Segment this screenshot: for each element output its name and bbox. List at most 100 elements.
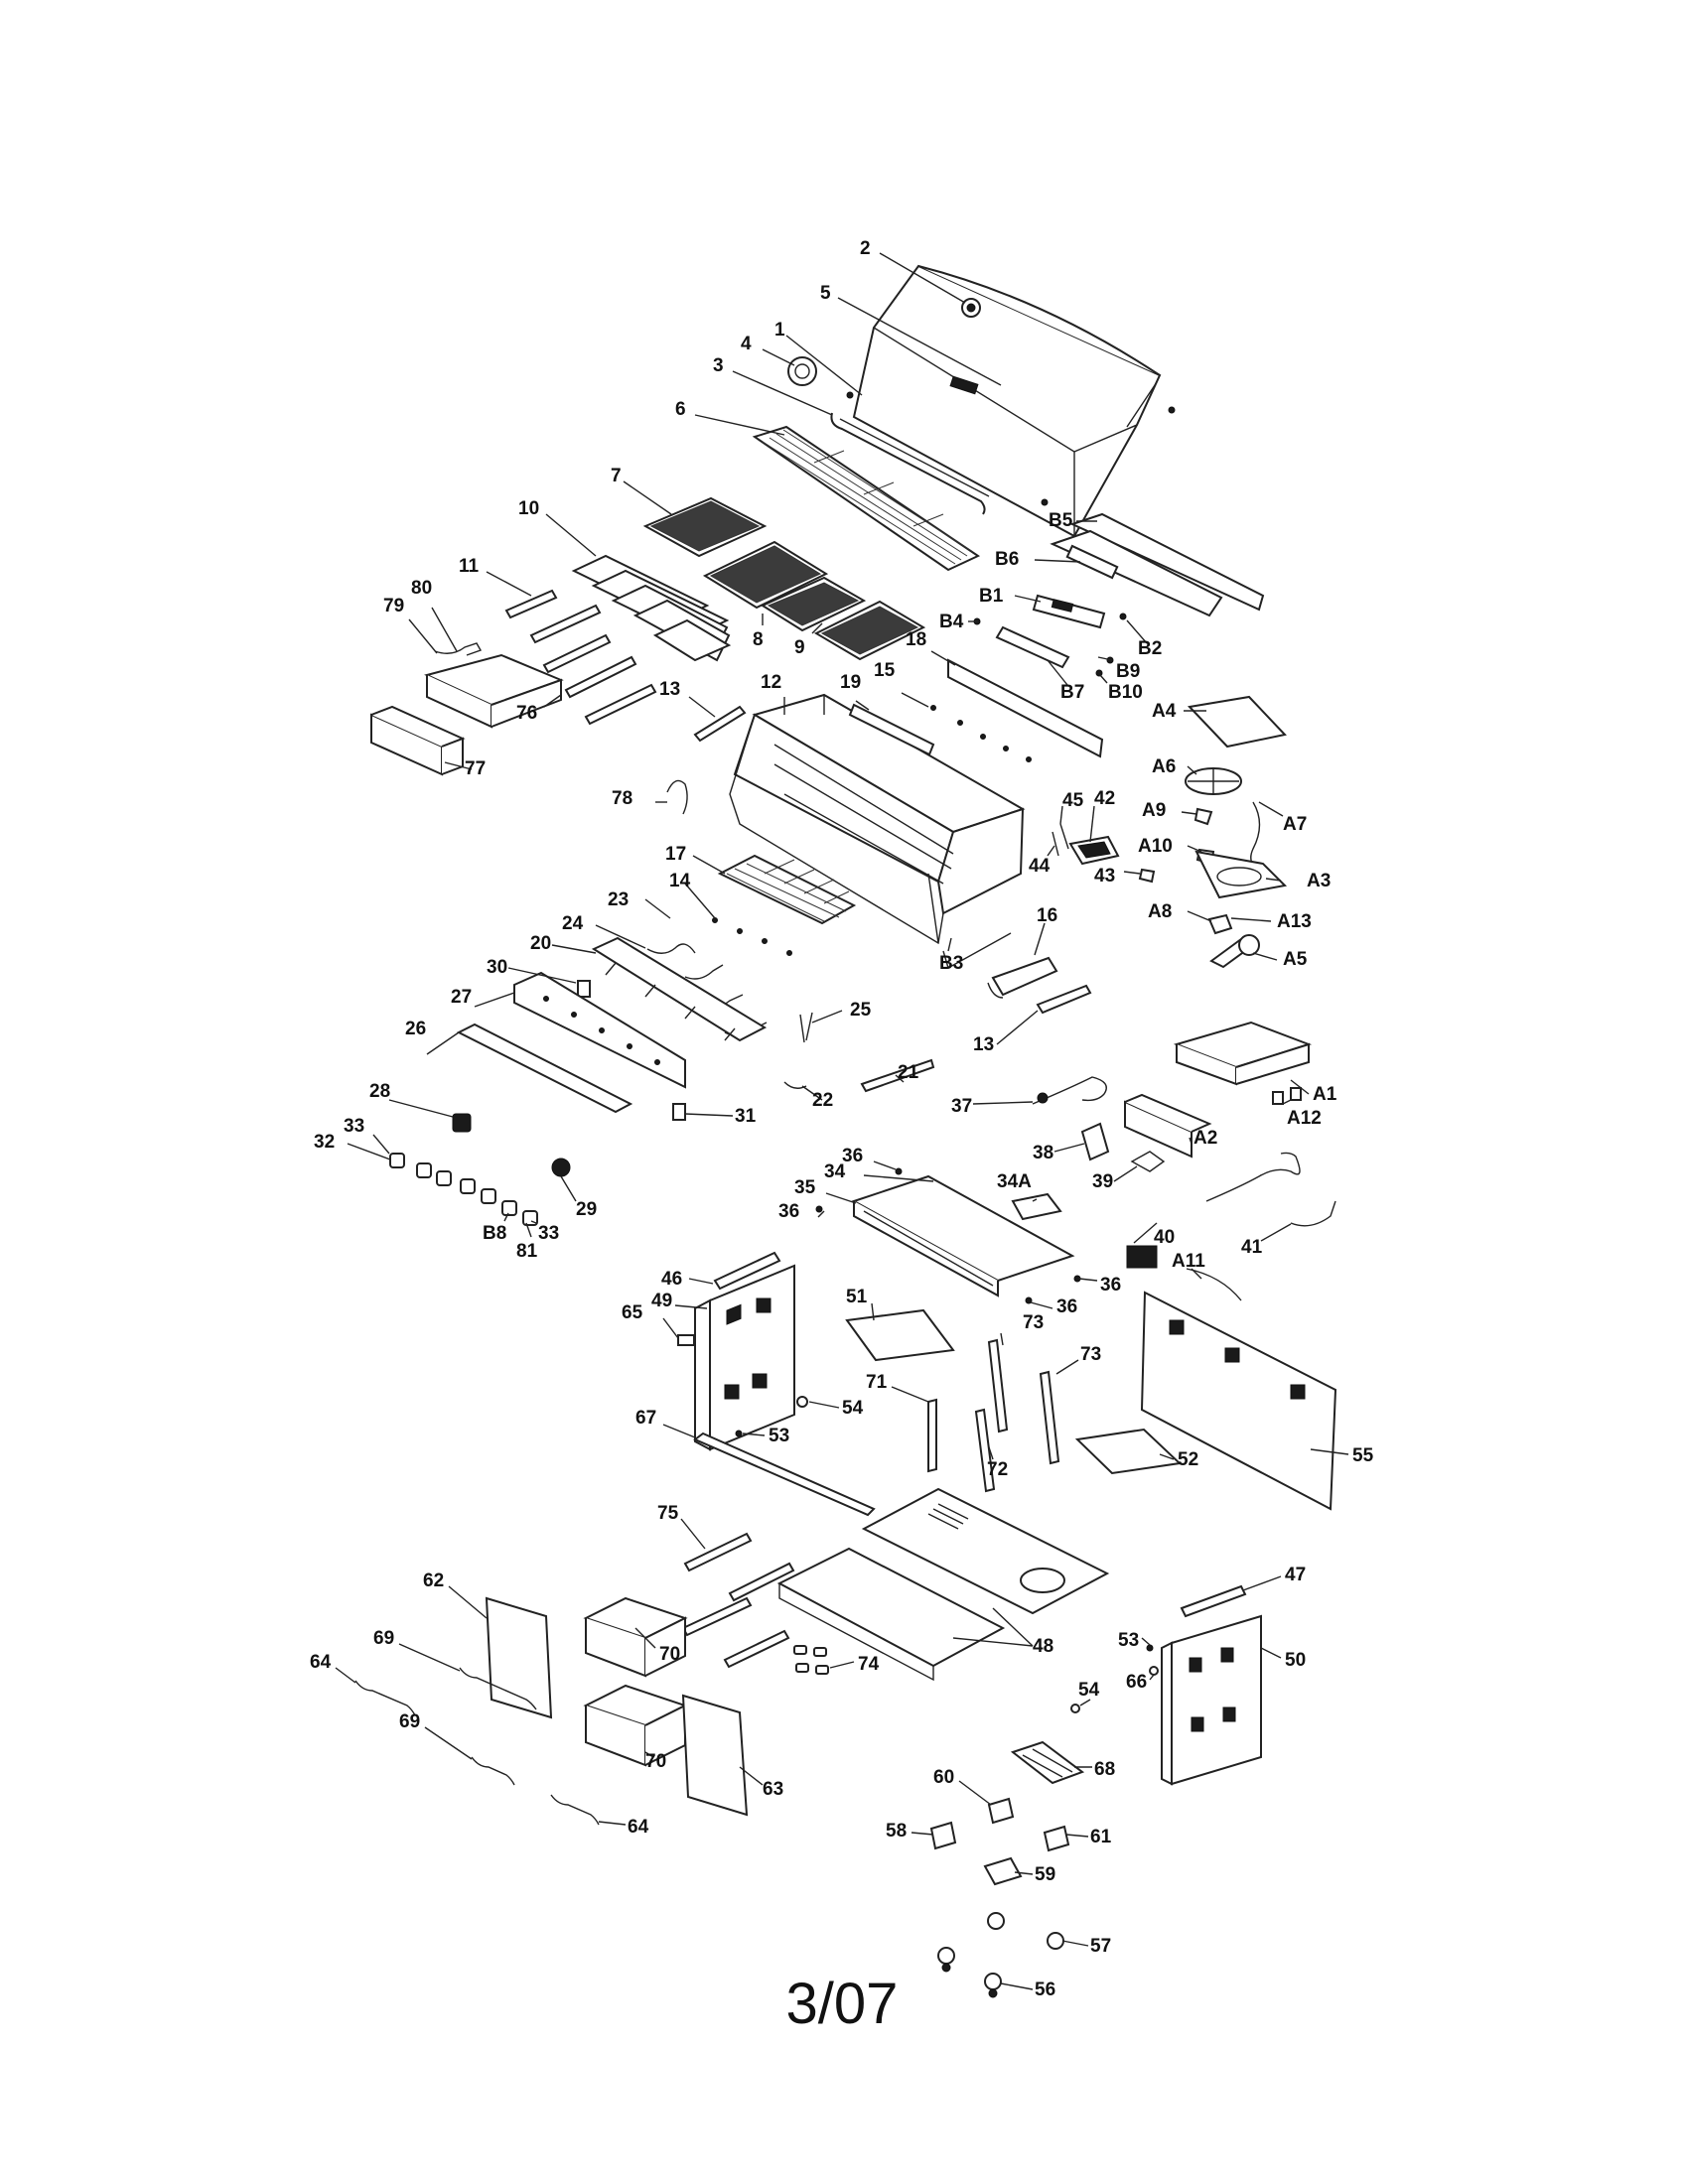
wire-part [434, 642, 483, 656]
callout-45: 45 [1062, 790, 1084, 811]
callout-24: 24 [562, 913, 584, 934]
callout-22: 22 [812, 1090, 833, 1111]
flame-tamers-part [571, 554, 732, 662]
callout-72: 72 [987, 1459, 1008, 1480]
bracket-61-part [1043, 1825, 1070, 1852]
callout-14: 14 [669, 871, 691, 891]
callout-B5: B5 [1049, 510, 1073, 531]
callout-25: 25 [850, 1000, 872, 1021]
callout-41: 41 [1241, 1237, 1263, 1258]
cabinet-rail-part [713, 1251, 781, 1291]
orifice-part [712, 917, 792, 956]
callout-33-upper: 33 [344, 1116, 364, 1137]
grease-shield-part [991, 956, 1058, 997]
callout-40: 40 [1154, 1227, 1175, 1248]
callout-1: 1 [774, 320, 785, 341]
valve-38-part [1080, 1122, 1110, 1161]
callout-71: 71 [866, 1372, 888, 1393]
bracket-58-part [929, 1821, 957, 1850]
callout-B6: B6 [995, 549, 1019, 570]
right-door-part [681, 1694, 749, 1817]
callout-65: 65 [622, 1302, 643, 1323]
callout-labels: 2 5 1 4 3 6 7 10 11 80 79 76 77 B5 B6 B1… [310, 238, 1374, 2000]
callout-74: 74 [858, 1654, 880, 1675]
callout-36-d: 36 [1056, 1297, 1077, 1317]
leader-lines [335, 252, 1349, 1990]
callout-28: 28 [369, 1081, 390, 1102]
callout-55: 55 [1352, 1445, 1374, 1466]
callout-15: 15 [874, 660, 896, 681]
callout-A11: A11 [1172, 1251, 1205, 1272]
callout-70-upper: 70 [659, 1644, 680, 1665]
gas-manifold-part [591, 936, 768, 1042]
cooking-grates-part [642, 496, 926, 661]
callout-2: 2 [860, 238, 871, 259]
tray-34a-part [1011, 1192, 1062, 1221]
post-73-part [987, 1338, 1009, 1433]
callout-36-a: 36 [842, 1146, 863, 1166]
callout-B10: B10 [1108, 682, 1143, 703]
hose-a11-part [1186, 1268, 1242, 1301]
callout-13-lower: 13 [973, 1034, 994, 1055]
callout-52: 52 [1178, 1449, 1198, 1470]
callout-77: 77 [465, 758, 486, 779]
callout-80: 80 [411, 578, 432, 599]
callout-A7: A7 [1283, 814, 1307, 835]
bracket-part [995, 625, 1070, 669]
side-burner-lid-part [1187, 695, 1287, 749]
callout-34A: 34A [997, 1171, 1032, 1192]
callout-4: 4 [741, 334, 752, 354]
callout-21: 21 [898, 1062, 919, 1083]
clip-part [577, 980, 591, 998]
callout-48: 48 [1033, 1636, 1053, 1657]
callout-50: 50 [1285, 1650, 1306, 1671]
callout-81: 81 [516, 1241, 538, 1262]
callout-73-a: 73 [1023, 1312, 1044, 1333]
casters-part [937, 1912, 1064, 1998]
callout-60: 60 [933, 1767, 954, 1788]
lower-tray-part [851, 1174, 1075, 1297]
callout-30: 30 [487, 957, 507, 978]
callout-10: 10 [518, 498, 539, 519]
bracket-60-part [987, 1797, 1015, 1825]
callout-69-upper: 69 [373, 1628, 394, 1649]
callout-11: 11 [459, 556, 480, 577]
post-72-part [974, 1408, 996, 1493]
callout-B3: B3 [939, 953, 963, 974]
right-cabinet-panel-part [1140, 1291, 1337, 1511]
hood-part [852, 264, 1162, 538]
bracket-b3-part [942, 932, 1012, 970]
callout-7: 7 [611, 466, 622, 486]
callout-26: 26 [405, 1019, 426, 1039]
bracket-59-part [983, 1856, 1023, 1886]
callout-B1: B1 [979, 586, 1004, 607]
side-burner-box-part [1173, 1021, 1313, 1086]
rail-47-part [1180, 1584, 1247, 1618]
callout-3: 3 [713, 355, 724, 376]
callout-34: 34 [824, 1161, 846, 1182]
clips-a12-part [1272, 1091, 1284, 1105]
page-code: 3/07 [785, 1972, 899, 2036]
left-door-part [485, 1596, 553, 1719]
callout-B4: B4 [939, 612, 964, 632]
latch-part [677, 1334, 695, 1346]
ignition-wires-part [646, 943, 696, 954]
heat-shield-part [947, 658, 1104, 758]
nut-part [1193, 807, 1213, 826]
callout-36-c: 36 [1100, 1275, 1121, 1296]
callout-64-lower: 64 [628, 1817, 649, 1838]
callout-A10: A10 [1138, 836, 1173, 857]
callout-62: 62 [423, 1570, 444, 1591]
gas-hose-part [1205, 1152, 1301, 1202]
flame-tamer-set-part [717, 854, 857, 925]
callout-B7: B7 [1060, 682, 1084, 703]
shelf-52-part [1074, 1428, 1183, 1475]
callout-A9: A9 [1142, 800, 1166, 821]
callout-17: 17 [665, 844, 686, 865]
callout-53-a: 53 [769, 1426, 789, 1446]
clips-part [1052, 823, 1069, 857]
callout-79: 79 [383, 596, 404, 616]
left-cabinet-panel-part [694, 1264, 795, 1451]
drawer-rails-part [683, 1532, 753, 1572]
wire-clips-part [799, 1012, 813, 1043]
